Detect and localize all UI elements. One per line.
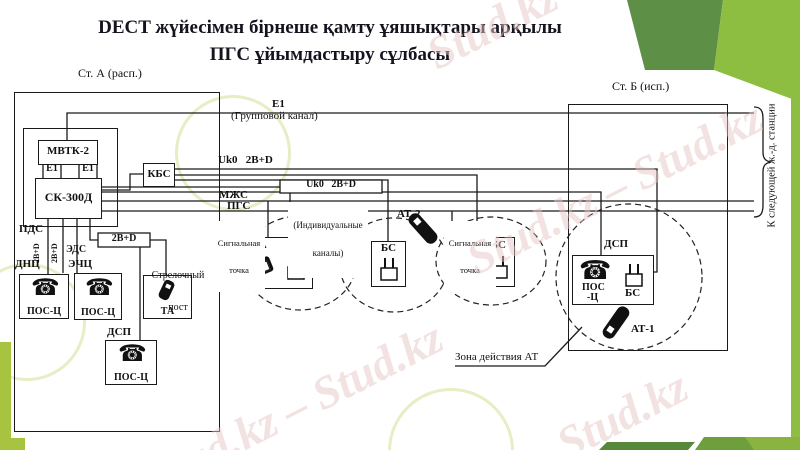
dsp-b-label: ДСП bbox=[604, 238, 629, 250]
signal-point-1-line2: точка bbox=[229, 264, 249, 275]
next-station-label: К следующей ж.-д. станции bbox=[766, 103, 778, 228]
slide-title-line2: ПГС ұйымдастыру сұлбасы bbox=[209, 44, 451, 65]
coverage-cell-3 bbox=[435, 216, 547, 306]
brace-bracket bbox=[753, 106, 772, 218]
base-station-icon bbox=[625, 264, 643, 287]
dnc-label: ДНЦ bbox=[15, 258, 40, 270]
bd-box-label: 2B+D bbox=[111, 233, 137, 244]
kbs-label: КБС bbox=[147, 168, 171, 180]
strel-post-line2: пост bbox=[168, 301, 188, 313]
slide-title-line1: DECT жүйесімен бірнеше қамту ұяшықтары а… bbox=[98, 17, 562, 38]
station-b-device-box: ☎ ПОС -Ц БС bbox=[572, 255, 654, 305]
cell2-bs-label: БС bbox=[380, 242, 397, 254]
mvtk2-box: МВТК-2 bbox=[38, 140, 98, 165]
pos-b-label-line1: ПОС bbox=[582, 282, 605, 293]
signal-point-label-2: Сигнальная точка bbox=[444, 221, 496, 293]
individual-channels-label: (Индивидуальные каналы) bbox=[288, 202, 368, 278]
bs-b-label: БС bbox=[625, 287, 641, 299]
ta-box-strel: ТА bbox=[143, 275, 192, 319]
mzhs-label: МЖС bbox=[219, 189, 248, 201]
eds-label: ЭДС bbox=[66, 244, 87, 255]
signal-point-label-1: Сигнальная точка bbox=[213, 221, 265, 293]
uk0-top-label: Uk0 2B+D bbox=[218, 154, 273, 166]
pos-b-label-line2: -Ц bbox=[587, 292, 599, 303]
mvtk2-label: МВТК-2 bbox=[46, 145, 90, 157]
desk-phone-icon: ☎ bbox=[118, 341, 147, 367]
strel-post-label: Стрелочный пост bbox=[140, 250, 216, 334]
pos-c-box-1: ☎ ПОС-Ц bbox=[19, 274, 69, 319]
zone-label: Зона действия АТ bbox=[455, 351, 539, 363]
uk0-mid-label: Uk0 2B+D bbox=[306, 179, 356, 190]
signal-point-2-line2: точка bbox=[460, 264, 480, 275]
strel-post-line1: Стрелочный bbox=[151, 270, 205, 281]
desk-phone-icon: ☎ bbox=[579, 256, 612, 286]
station-a-label: Ст. А (расп.) bbox=[78, 66, 142, 80]
kbs-box: КБС bbox=[143, 163, 175, 187]
signal-point-1-line1: Сигнальная bbox=[217, 237, 261, 248]
pgs-label: ПГС bbox=[227, 200, 251, 212]
e1-bus-label: Е1 bbox=[272, 98, 285, 110]
desk-phone-icon: ☎ bbox=[85, 275, 114, 301]
unit-label: ТА bbox=[160, 306, 175, 317]
station-b-label: Ст. Б (исп.) bbox=[612, 79, 670, 93]
base-station-icon bbox=[380, 258, 398, 281]
group-channel-label: (Групповой канал) bbox=[231, 110, 318, 122]
echc-label: ЭЧЦ bbox=[68, 258, 93, 270]
cell2-box: БС bbox=[371, 241, 406, 287]
e1-port-right: Е1 bbox=[82, 163, 94, 174]
unit-label: ПОС-Ц bbox=[80, 307, 115, 318]
e1-port-left: Е1 bbox=[46, 163, 58, 174]
bottom-band-light bbox=[745, 437, 800, 450]
pds-label: ПДС bbox=[19, 223, 44, 235]
dsp-a-label: ДСП bbox=[107, 326, 132, 338]
corner-decoration-top-right-dark bbox=[627, 0, 723, 70]
sk300d-label: СК-300Д bbox=[44, 190, 93, 204]
station-b-box bbox=[568, 104, 728, 351]
at2-label: АТ-2 bbox=[397, 208, 421, 220]
corner-decoration-bottom-left-bar bbox=[0, 342, 11, 450]
right-edge-strip bbox=[791, 70, 800, 450]
individual-channels-line1: (Индивидуальные bbox=[293, 219, 363, 230]
pos-c-box-2: ☎ ПОС-Ц bbox=[74, 273, 122, 320]
slide-title: DECT жүйесімен бірнеше қамту ұяшықтары а… bbox=[0, 14, 660, 68]
signal-point-2-line1: Сигнальная bbox=[448, 237, 492, 248]
unit-label: ПОС-Ц bbox=[26, 306, 61, 317]
individual-channels-line2: каналы) bbox=[312, 248, 344, 259]
unit-label: ПОС-Ц bbox=[113, 372, 148, 383]
station-a-inner-box bbox=[23, 128, 118, 227]
pos-c-box-3: ☎ ПОС-Ц bbox=[105, 340, 157, 385]
bd-vertical-right: 2B+D bbox=[50, 243, 59, 263]
corner-decoration-top-right-light bbox=[714, 0, 800, 102]
at1-label: АТ-1 bbox=[631, 323, 655, 335]
bottom-band-dark bbox=[599, 442, 695, 450]
sk300d-box: СК-300Д bbox=[35, 178, 102, 219]
desk-phone-icon: ☎ bbox=[31, 275, 60, 301]
corner-decoration-bottom-left-foot bbox=[0, 438, 25, 450]
logo-ring bbox=[175, 95, 291, 211]
